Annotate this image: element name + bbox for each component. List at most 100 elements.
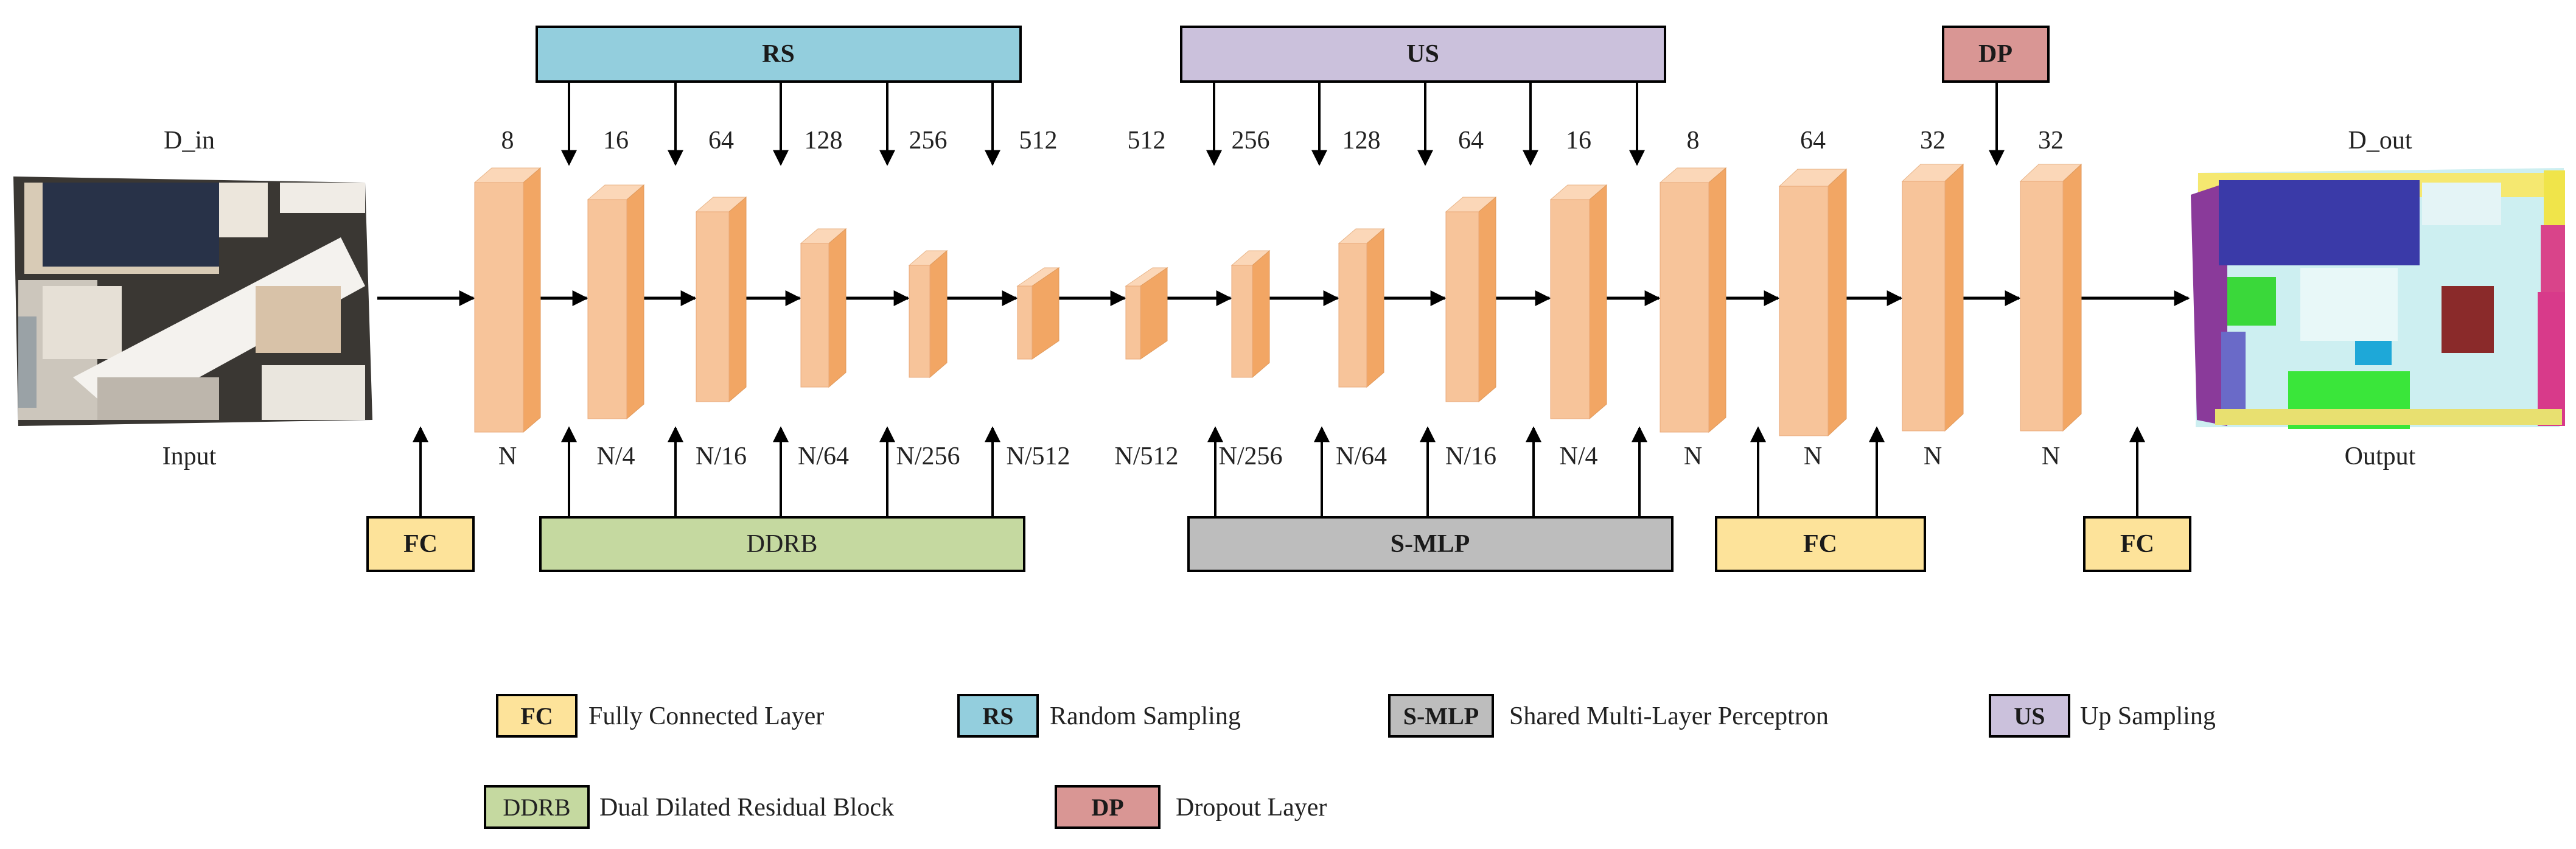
layer-block-12: [1659, 167, 1727, 433]
layer-block-side: [728, 196, 747, 403]
layer-dim-label: 256: [909, 127, 948, 155]
layer-block-front: [474, 182, 524, 433]
layer-dim-label: 64: [1800, 127, 1826, 155]
layer-block-8: [1230, 250, 1271, 379]
layer-dim-label: 512: [1128, 127, 1166, 155]
legend-ddrb-text: Dual Dilated Residual Block: [599, 794, 894, 822]
layer-block-4: [800, 228, 847, 388]
us-module-label: US: [1406, 40, 1439, 68]
legend-us-text: Up Sampling: [2080, 702, 2216, 730]
fc-mid-module-label: FC: [1803, 530, 1837, 558]
legend-smlp-swatch: [1388, 694, 1494, 738]
legend-rs-swatch: [957, 694, 1039, 738]
layer-block-14: [1901, 163, 1964, 432]
layer-points-label: N/512: [1007, 442, 1070, 470]
legend-rs-abbr: RS: [982, 702, 1013, 730]
layer-block-side: [1366, 228, 1384, 388]
smlp-module-label: S-MLP: [1391, 530, 1470, 558]
legend-smlp-text: Shared Multi-Layer Perceptron: [1509, 702, 1829, 730]
layer-points-label: N/16: [1445, 442, 1496, 470]
layer-block-15: [2019, 163, 2082, 432]
layer-points-label: N/64: [798, 442, 849, 470]
rs-module-box: [536, 26, 1022, 83]
layer-block-front: [1125, 285, 1141, 360]
layer-points-label: N: [2042, 442, 2060, 470]
layer-points-label: N: [1804, 442, 1822, 470]
output-caption: Output: [2345, 442, 2416, 470]
output-point-cloud-image: [2191, 168, 2565, 429]
layer-dim-label: 8: [1687, 127, 1700, 155]
layer-points-label: N: [1684, 442, 1702, 470]
layer-block-3: [695, 196, 747, 403]
layer-block-front: [696, 211, 730, 402]
layer-dim-label: 64: [708, 127, 734, 155]
smlp-module-box: [1187, 516, 1674, 572]
layer-block-front: [1660, 182, 1709, 433]
dp-module-label: DP: [1978, 40, 2012, 68]
legend-us-abbr: US: [2014, 702, 2045, 730]
layer-block-side: [1944, 163, 1964, 432]
layer-block-side: [1708, 167, 1726, 433]
layer-dim-label: 128: [805, 127, 843, 155]
layer-points-label: N: [1924, 442, 1942, 470]
ddrb-module-box: [539, 516, 1025, 572]
layer-dim-label: 512: [1019, 127, 1058, 155]
layer-block-front: [800, 243, 829, 388]
layer-block-side: [626, 184, 644, 420]
layer-points-label: N/4: [1560, 442, 1598, 470]
layer-points-label: N: [498, 442, 517, 470]
layer-block-front: [909, 265, 930, 378]
layer-block-side: [2062, 163, 2082, 432]
input-caption: Input: [162, 442, 217, 470]
layer-block-front: [2020, 181, 2064, 431]
fc-mid-module-box: [1715, 516, 1926, 572]
legend: FC Fully Connected Layer RS Random Sampl…: [484, 694, 2216, 829]
layer-block-11: [1549, 184, 1608, 420]
layer-block-side: [523, 167, 541, 433]
layer-block-front: [1902, 181, 1946, 431]
legend-fc-swatch: [496, 694, 578, 738]
layer-points-label: N/512: [1115, 442, 1179, 470]
us-module-box: [1180, 26, 1666, 83]
layer-block-1: [473, 167, 542, 433]
layer-dim-label: 16: [1566, 127, 1591, 155]
legend-dp-abbr: DP: [1091, 794, 1123, 821]
fc-input-module-box: [366, 516, 475, 572]
layer-block-front: [1779, 186, 1829, 436]
layer-block-front: [1550, 199, 1590, 419]
legend-us-swatch: [1989, 694, 2070, 738]
layer-dim-label: 128: [1342, 127, 1381, 155]
layer-block-front: [587, 199, 627, 419]
layer-dim-label: 16: [603, 127, 629, 155]
layer-block-2: [587, 184, 645, 420]
layer-block-side: [1827, 168, 1847, 437]
legend-fc-abbr: FC: [520, 702, 553, 730]
layer-points-label: N/256: [896, 442, 960, 470]
layer-block-side: [929, 250, 948, 379]
rs-module-label: RS: [762, 40, 795, 68]
layer-block-front: [1338, 243, 1367, 388]
layer-block-10: [1445, 196, 1497, 403]
layer-block-front: [1445, 211, 1479, 402]
layer-block-13: [1778, 168, 1848, 437]
legend-fc-text: Fully Connected Layer: [588, 702, 824, 730]
layer-dim-label: 8: [501, 127, 514, 155]
layer-dim-label: 64: [1458, 127, 1484, 155]
layer-block-front: [1017, 285, 1033, 360]
layer-block-9: [1338, 228, 1385, 388]
legend-dp-swatch: [1055, 785, 1161, 829]
layer-points-label: N/256: [1219, 442, 1283, 470]
layer-points-label: N/4: [597, 442, 635, 470]
layer-block-7: [1125, 267, 1168, 360]
layer-points-label: N/64: [1336, 442, 1387, 470]
layer-dim-label: 32: [2038, 127, 2064, 155]
layer-block-side: [828, 228, 846, 388]
input-point-cloud-image: [13, 176, 372, 426]
fc-input-module-label: FC: [403, 530, 438, 558]
legend-rs-text: Random Sampling: [1050, 702, 1241, 730]
legend-dp-text: Dropout Layer: [1176, 794, 1327, 822]
layer-block-6: [1016, 267, 1060, 360]
layer-block-side: [1589, 184, 1607, 420]
